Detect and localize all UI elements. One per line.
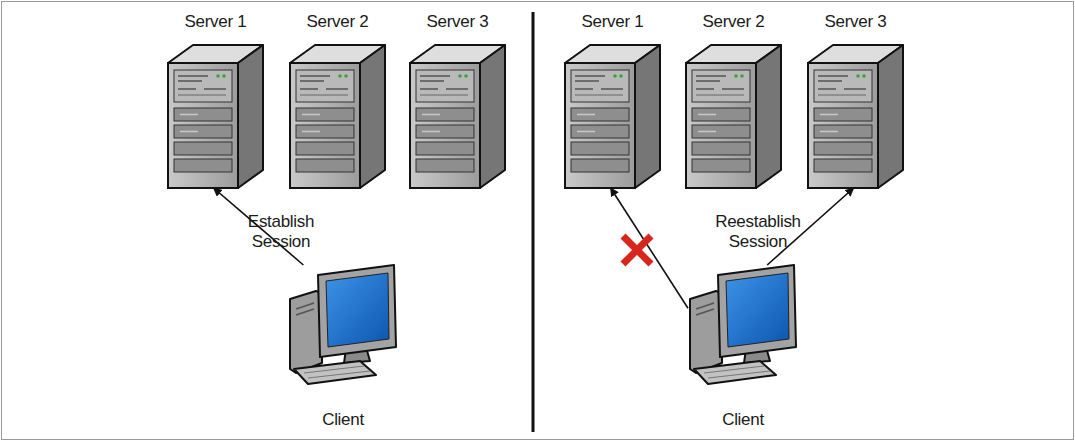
server-illustration: [410, 45, 505, 188]
server-illustration: [808, 45, 903, 188]
server-label: Server 2: [250, 12, 425, 32]
client-illustration: [690, 265, 796, 384]
server-node: Server 2: [686, 45, 781, 188]
client-label: Client: [648, 410, 838, 430]
server-node: Server 2: [290, 45, 385, 188]
server-node: Server 3: [808, 45, 903, 188]
server-node: Server 3: [410, 45, 505, 188]
panel-divider: [532, 12, 535, 432]
client-node: Client: [288, 265, 398, 385]
server-illustration: [686, 45, 781, 188]
frame-border: [2, 2, 1074, 440]
server-illustration: [290, 45, 385, 188]
server-label: Server 3: [370, 12, 545, 32]
server-node: Server 1: [565, 45, 660, 188]
client-illustration: [290, 265, 396, 384]
server-illustration: [168, 45, 263, 188]
server-label: Server 3: [768, 12, 943, 32]
server-label: Server 1: [525, 12, 700, 32]
connector-label: Reestablish Session: [708, 212, 808, 252]
failure-cross: [623, 236, 651, 264]
server-label: Server 2: [646, 12, 821, 32]
server-illustration: [565, 45, 660, 188]
client-node: Client: [688, 265, 798, 385]
session-arrow: [611, 188, 688, 308]
server-label: Server 1: [128, 12, 303, 32]
client-label: Client: [248, 410, 438, 430]
connector-label: Establish Session: [238, 212, 324, 252]
server-node: Server 1: [168, 45, 263, 188]
